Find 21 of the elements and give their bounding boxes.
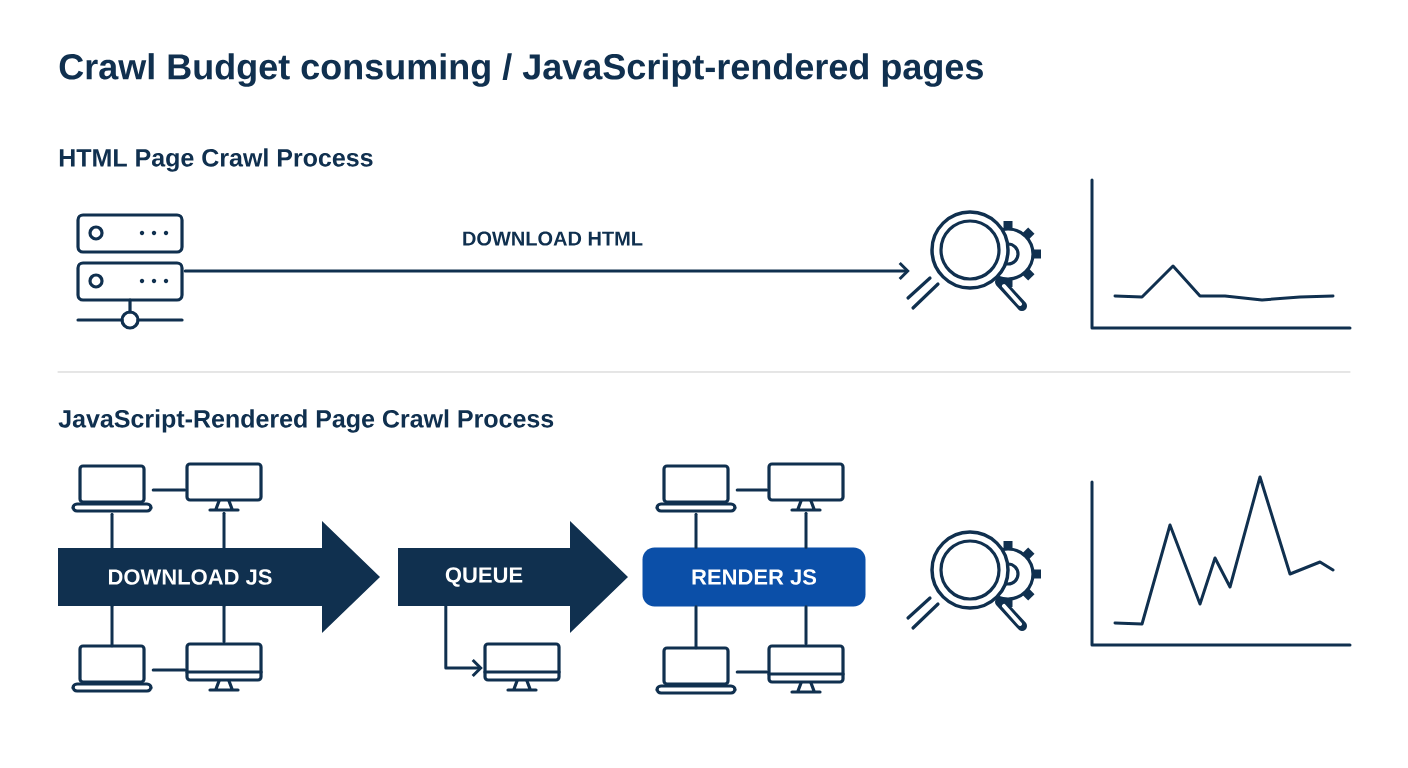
arrow [183, 261, 910, 281]
edge-label: DOWNLOAD HTML [459, 229, 646, 248]
monitor-icon [185, 642, 263, 692]
monitor-icon [767, 644, 845, 694]
magnifier-icon [906, 530, 1041, 631]
section-heading: JavaScript-Rendered Page Crawl Process [58, 409, 554, 433]
laptop-icon [655, 464, 737, 513]
arrow [444, 604, 483, 678]
arrow-band: DOWNLOAD JS [58, 521, 380, 633]
server-icon [76, 213, 184, 330]
laptop-icon [655, 646, 737, 695]
magnifier-icon [906, 210, 1041, 311]
laptop-icon [71, 644, 153, 693]
title: Crawl Budget consuming / JavaScript-rendered pages [59, 53, 983, 87]
monitor-icon [185, 462, 263, 512]
section-heading: HTML Page Crawl Process [59, 148, 373, 172]
process-box: RENDER JS [642, 547, 866, 607]
monitor-icon [767, 462, 845, 512]
arrow-band: QUEUE [398, 521, 628, 633]
monitor-icon [483, 642, 561, 692]
laptop-icon [71, 464, 153, 513]
